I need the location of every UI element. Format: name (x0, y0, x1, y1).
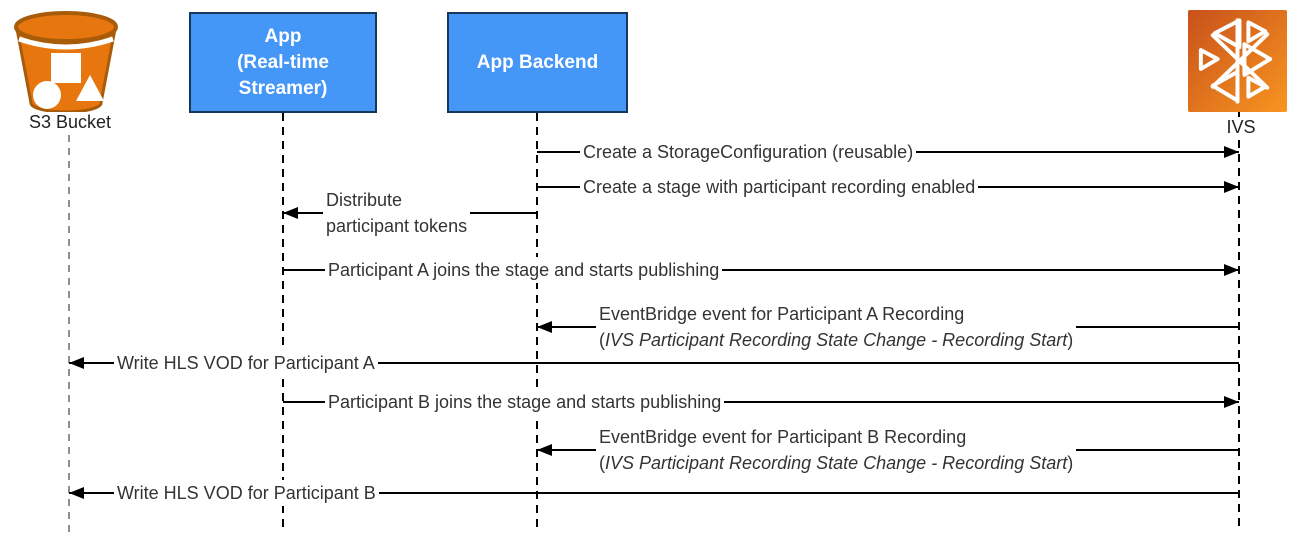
ivs-icon (1188, 10, 1287, 112)
message-line (283, 269, 1239, 271)
arrowhead-icon (1224, 146, 1239, 158)
message-label: Write HLS VOD for Participant B (114, 480, 379, 506)
actor-app-label-line1: App (264, 25, 302, 47)
actor-app-label-line3: Streamer) (238, 77, 328, 99)
message-line (69, 362, 1239, 364)
arrowhead-icon (1224, 396, 1239, 408)
arrowhead-icon (69, 357, 84, 369)
actor-app-backend-label: App Backend (476, 51, 599, 73)
arrowhead-icon (283, 207, 298, 219)
message-label: Write HLS VOD for Participant A (114, 350, 378, 376)
ivs-label: IVS (1212, 117, 1270, 138)
lifeline-app (282, 113, 284, 532)
message-label: Create a StorageConfiguration (reusable) (580, 139, 917, 165)
s3-bucket-icon (3, 9, 129, 114)
message-label: EventBridge event for Participant B Reco… (596, 424, 1077, 476)
lifeline-s3 (68, 135, 70, 532)
arrowhead-icon (1224, 181, 1239, 193)
message-label: Create a stage with participant recordin… (580, 174, 979, 200)
arrowhead-icon (1224, 264, 1239, 276)
actor-app-backend: App Backend (447, 12, 628, 113)
message-label: Participant B joins the stage and starts… (325, 389, 725, 415)
message-label: Participant A joins the stage and starts… (325, 257, 723, 283)
arrowhead-icon (537, 444, 552, 456)
s3-bucket-label: S3 Bucket (8, 112, 132, 133)
message-label: EventBridge event for Participant A Reco… (596, 301, 1077, 353)
arrowhead-icon (537, 321, 552, 333)
arrowhead-icon (69, 487, 84, 499)
actor-app-label-line2: (Real-time (237, 51, 329, 73)
message-line (283, 401, 1239, 403)
lifeline-ivs (1238, 112, 1240, 532)
actor-app: App (Real-time Streamer) (189, 12, 377, 113)
message-line (69, 492, 1239, 494)
